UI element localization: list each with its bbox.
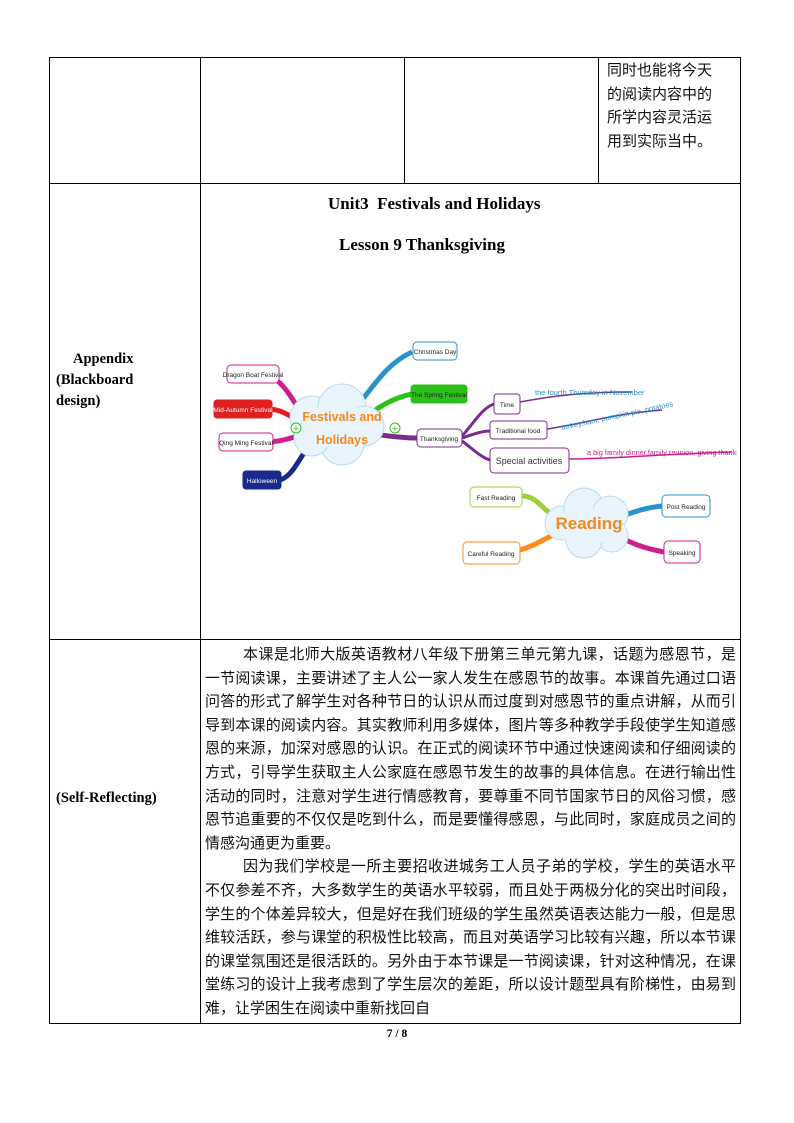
node-thanksgiving: Thanksgiving <box>416 428 463 448</box>
festival-label: Mid-Autumn Festival <box>213 407 273 414</box>
reflect-paragraph: 因为我们学校是一所主要招收进城务工人员子弟的学校，学生的英语水平不仅参差不齐，大… <box>205 857 736 1017</box>
branch-line <box>460 402 495 438</box>
reading-branch: Speaking <box>668 550 695 557</box>
svg-text:+: + <box>392 424 399 433</box>
reflect-paragraph: 本课是北师大版英语教材八年级下册第三单元第九课，话题为感恩节，是一节阅读课，主要… <box>205 645 736 852</box>
node-time: Time <box>493 393 521 415</box>
reading-branch: Fast Reading <box>477 495 516 502</box>
blackboard-title: Unit3 Festivals and Holidays <box>328 194 541 213</box>
table-border-left <box>49 57 50 1024</box>
tg-detail: the fourth Thursday in November <box>535 388 645 397</box>
branch-line <box>568 451 733 460</box>
festival-label: Qing Ming Festival <box>219 440 273 447</box>
node-post-reading: Post Reading <box>661 494 711 518</box>
top-row-text: 同时也能将今天 的阅读内容中的 所学内容灵活运 用到实际当中。 <box>607 59 735 153</box>
label-line: (Blackboard <box>56 372 134 388</box>
tg-branch: Time <box>500 402 515 409</box>
tg-branch: Special activities <box>496 456 563 466</box>
branch-line <box>461 439 491 462</box>
table-row-divider <box>49 639 741 640</box>
table-row-bottom <box>49 1023 741 1024</box>
expand-icon: + <box>389 422 401 434</box>
branch-line <box>461 429 491 440</box>
text-line: 用到实际当中。 <box>607 131 713 150</box>
node-halloween: Halloween <box>242 470 282 490</box>
tg-detail: turkey,ham, pumpkin pie, potatoes <box>561 399 675 432</box>
festival-label: Thanksgiving <box>420 436 459 443</box>
text-line: 同时也能将今天 <box>607 61 713 79</box>
expand-icon: + <box>290 422 302 434</box>
node-spring-festival: The Spring Festival <box>410 384 468 404</box>
reflect-label: (Self-Reflecting) <box>56 790 157 806</box>
branch-line <box>546 409 663 430</box>
node-christmas: Christmas Day <box>412 341 458 361</box>
node-traditional-food: Traditional food <box>489 420 548 440</box>
festival-label: Christmas Day <box>414 349 457 356</box>
center-cloud-festivals: Festivals and Holidays <box>289 383 385 466</box>
page-number: 7 / 8 <box>386 1028 408 1040</box>
festival-label: The Spring Festival <box>411 392 468 399</box>
festival-label: Dragon Boat Festival <box>223 372 284 379</box>
node-careful-reading: Careful Reading <box>462 541 521 565</box>
node-speaking: Speaking <box>663 540 701 564</box>
table-row-top <box>49 57 741 58</box>
table-col-divider <box>200 57 201 1024</box>
appendix-label: Appendix (Blackboard design) <box>56 349 196 412</box>
tg-detail: a big family dinner,family reunion, givi… <box>587 448 737 457</box>
center2-label: Reading <box>555 514 622 533</box>
node-qing-ming: Qing Ming Festival <box>218 432 274 452</box>
center1-line: Holidays <box>316 433 368 447</box>
branch-line <box>519 391 633 403</box>
node-dragon-boat: Dragon Boat Festival <box>223 364 284 384</box>
tg-branch: Traditional food <box>496 428 541 435</box>
blackboard-mindmap: Festivals and Holidays + + Dragon Boat F… <box>213 341 737 565</box>
table-col-divider <box>404 57 405 183</box>
reading-branch: Careful Reading <box>468 551 515 558</box>
blackboard-subtitle: Lesson 9 Thanksgiving <box>339 235 505 254</box>
center1-line: Festivals and <box>302 410 381 424</box>
center-cloud-reading: Reading <box>544 487 629 559</box>
festival-label: Halloween <box>247 478 278 485</box>
text-line: 所学内容灵活运 <box>607 108 713 127</box>
node-mid-autumn: Mid-Autumn Festival <box>213 399 273 419</box>
reading-branch: Post Reading <box>666 504 705 511</box>
node-fast-reading: Fast Reading <box>469 486 523 508</box>
reflect-text: 本课是北师大版英语教材八年级下册第三单元第九课，话题为感恩节，是一节阅读课，主要… <box>205 643 736 1021</box>
node-special-activities: Special activities <box>489 447 570 474</box>
table-border-right <box>740 57 741 1024</box>
svg-text:+: + <box>293 424 300 433</box>
table-col-divider <box>598 57 599 183</box>
text-line: 的阅读内容中的 <box>607 84 713 103</box>
table-row-divider <box>49 183 741 184</box>
label-line: Appendix <box>73 351 134 367</box>
label-line: design) <box>56 393 101 409</box>
